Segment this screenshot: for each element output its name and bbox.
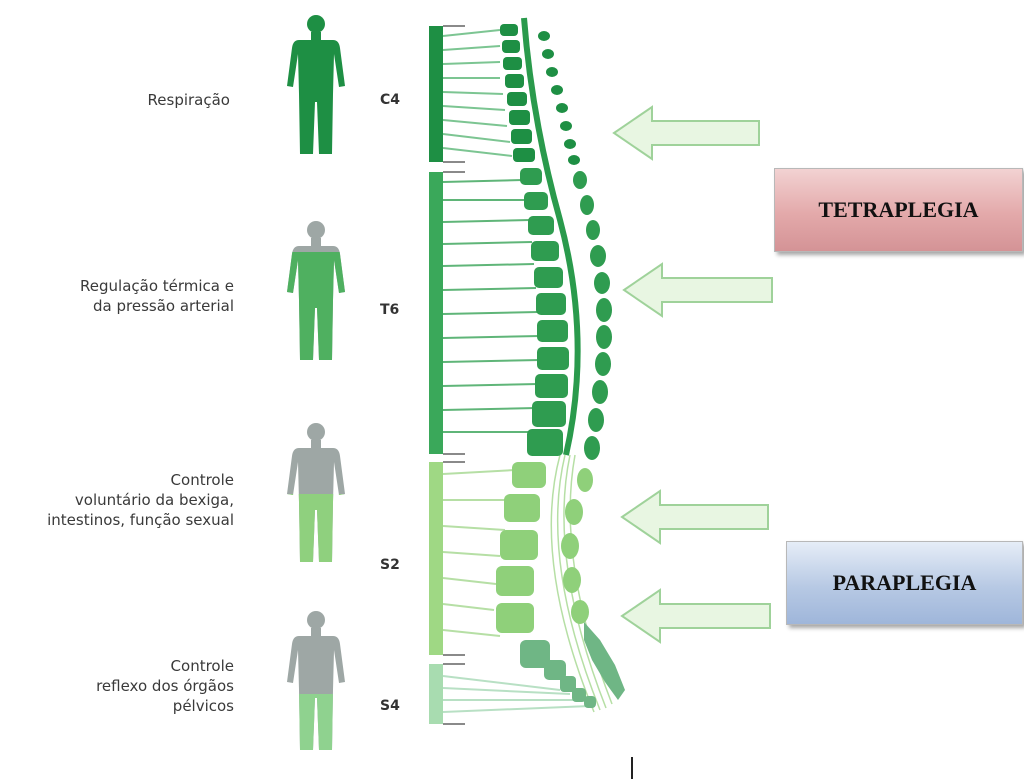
- region-bar-sacral: [429, 664, 443, 724]
- function-label-s4: Controle reflexo dos órgãos pélvicos: [40, 656, 234, 716]
- paraplegia-label: PARAPLEGIA: [833, 570, 977, 596]
- region-bar-lumbar: [429, 462, 443, 655]
- arrow-s2-upper: [622, 491, 768, 543]
- tetraplegia-label: TETRAPLEGIA: [818, 197, 978, 223]
- function-label-s2: Controle voluntário da bexiga, intestino…: [4, 470, 234, 530]
- arrow-s2-lower: [622, 590, 770, 642]
- function-label-c4: Respiração: [80, 90, 230, 110]
- region-bar-cervical: [429, 26, 443, 162]
- lumbar-vertebrae: [496, 462, 593, 633]
- function-label-t6: Regulação térmica e da pressão arterial: [20, 276, 234, 316]
- body-figure-t6: [287, 221, 345, 360]
- region-bar-thoracic: [429, 172, 443, 454]
- paraplegia-box: PARAPLEGIA: [786, 541, 1023, 625]
- tetraplegia-box: TETRAPLEGIA: [774, 168, 1023, 252]
- body-figure-s4: [287, 611, 345, 750]
- level-label-t6: T6: [380, 302, 399, 318]
- level-label-s2: S2: [380, 557, 400, 573]
- arrows: [614, 107, 772, 642]
- arrow-t6: [624, 264, 772, 316]
- thoracic-vertebrae: [520, 168, 612, 460]
- region-bars: [429, 26, 443, 724]
- arrow-c4: [614, 107, 759, 159]
- body-figure-c4: [287, 15, 345, 154]
- level-label-s4: S4: [380, 698, 400, 714]
- level-label-c4: C4: [380, 92, 400, 108]
- region-brackets: [443, 26, 465, 724]
- body-figure-s2: [287, 423, 345, 562]
